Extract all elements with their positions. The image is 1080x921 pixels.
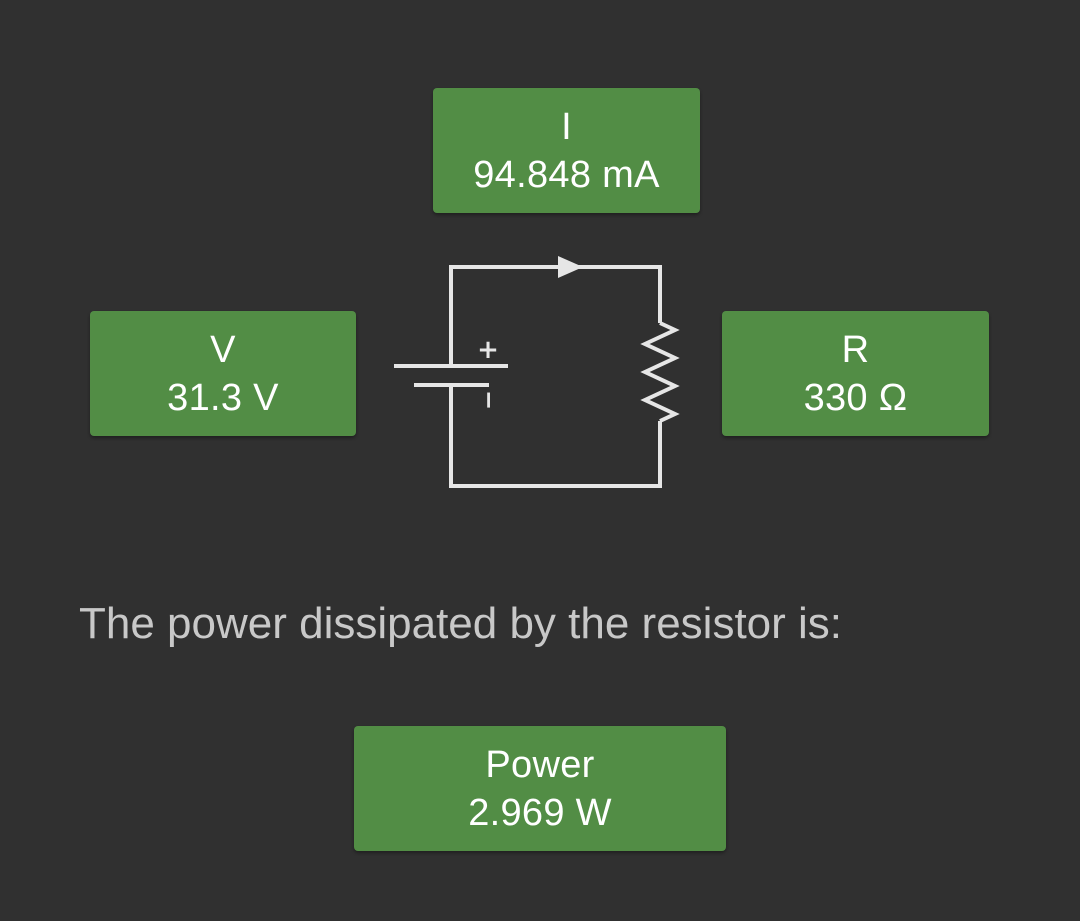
question-text: The power dissipated by the resistor is: bbox=[79, 599, 843, 648]
power-label: Power bbox=[485, 743, 595, 786]
current-direction-arrow-icon bbox=[558, 256, 583, 278]
voltage-value-box[interactable]: V 31.3 V bbox=[90, 311, 356, 436]
current-value: 94.848 mA bbox=[473, 153, 660, 196]
top-wire bbox=[449, 265, 662, 366]
current-value-box[interactable]: I 94.848 mA bbox=[433, 88, 700, 213]
voltage-label: V bbox=[210, 328, 236, 371]
resistance-value: 330 Ω bbox=[803, 376, 908, 419]
bottom-wire bbox=[449, 385, 662, 488]
power-answer-box[interactable]: Power 2.969 W bbox=[354, 726, 726, 851]
battery-positive-symbol: + bbox=[477, 335, 499, 365]
power-value: 2.969 W bbox=[468, 791, 612, 834]
current-label: I bbox=[561, 105, 572, 148]
voltage-value: 31.3 V bbox=[167, 376, 279, 419]
resistance-value-box[interactable]: R 330 Ω bbox=[722, 311, 989, 436]
resistor-icon bbox=[640, 321, 680, 423]
battery-negative-symbol: − bbox=[475, 390, 503, 410]
resistance-label: R bbox=[841, 328, 870, 371]
